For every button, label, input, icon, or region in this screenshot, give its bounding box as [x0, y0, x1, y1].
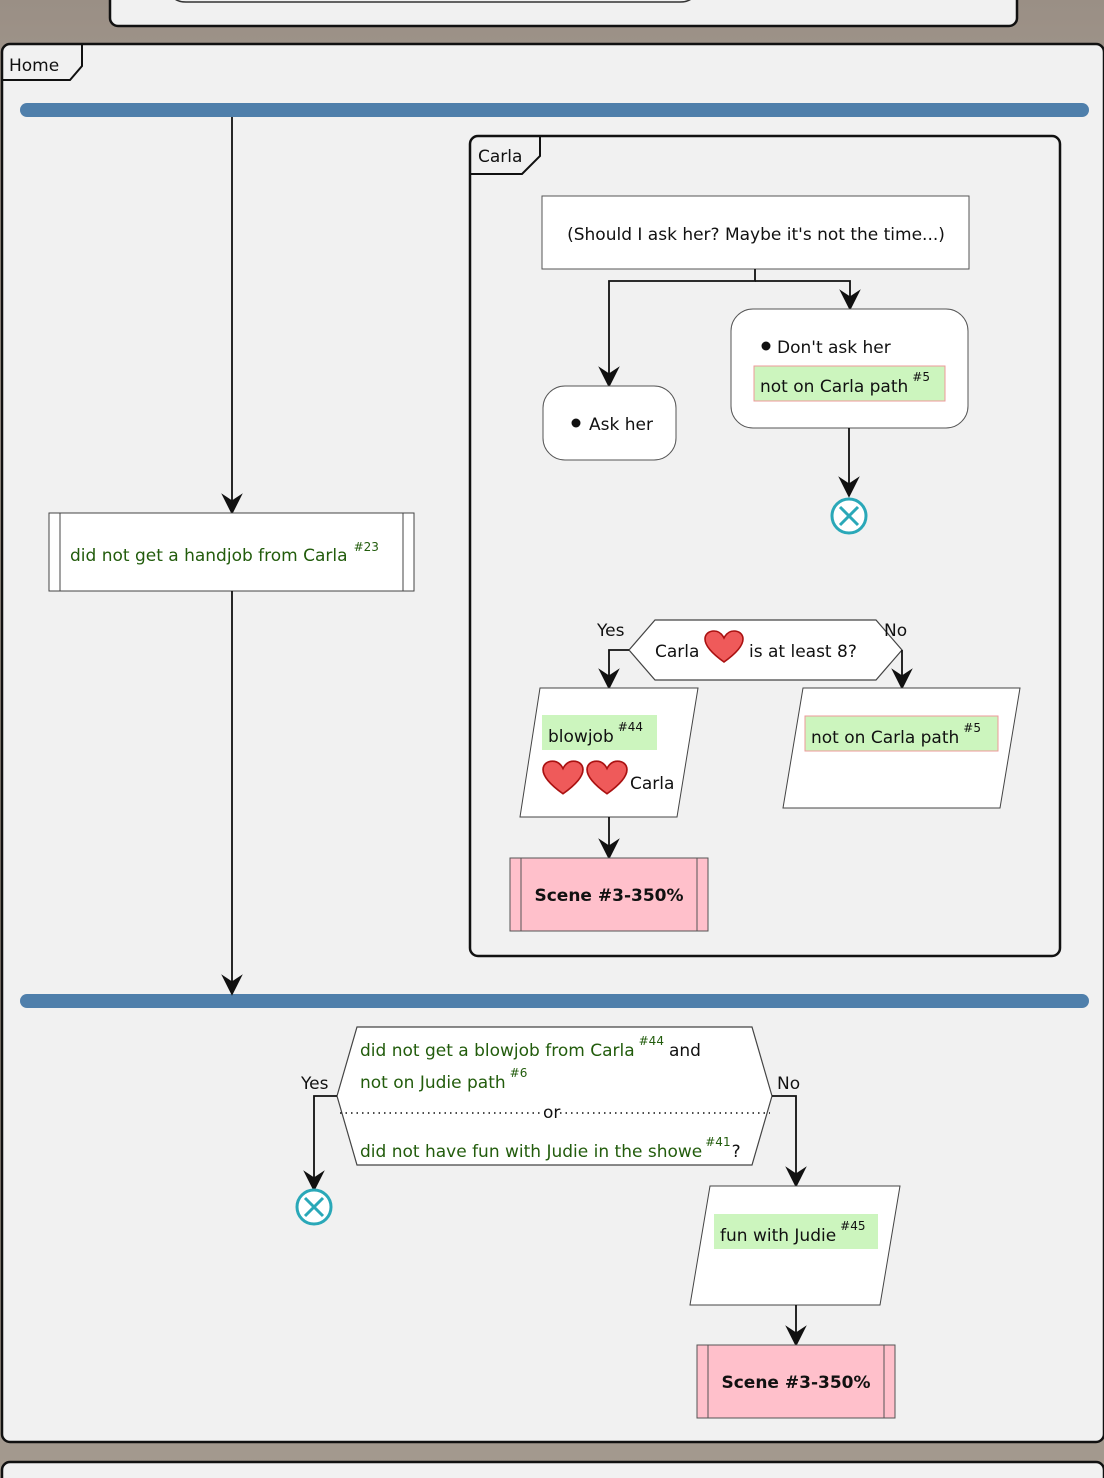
home-frame-label: Home — [9, 56, 59, 76]
judie-cond-line3: did not have fun with Judie in the showe… — [360, 1135, 741, 1162]
judie-scene-box[interactable]: Scene #3-350% — [696, 1344, 896, 1419]
carla-yes-label: Yes — [596, 621, 625, 641]
judie-cond-or: or — [543, 1103, 560, 1123]
dont-flag-text: not on Carla path#5 — [760, 370, 930, 397]
edge-to-dont — [755, 280, 861, 311]
carla-prompt-box — [541, 195, 970, 270]
choice-ask-box[interactable] — [542, 385, 677, 461]
carla-condition-prefix: Carla — [655, 642, 699, 662]
judie-no-label: No — [777, 1074, 800, 1094]
carla-no-label: No — [884, 621, 907, 641]
edge-carla-yes — [598, 649, 629, 690]
carla-scene-text: Scene #3-350% — [534, 886, 683, 906]
judie-scene-text: Scene #3-350% — [721, 1373, 870, 1393]
fork-bar-top — [20, 103, 1089, 117]
no-flag-text: not on Carla path#5 — [811, 721, 981, 748]
carla-scene-box[interactable]: Scene #3-350% — [509, 857, 709, 932]
judie-cond-line2: not on Judie path#6 — [360, 1066, 527, 1093]
no-flag-box — [804, 715, 999, 752]
edge-to-ask — [598, 269, 756, 388]
carla-condition-suffix: is at least 8? — [749, 642, 857, 662]
carla-yes-box — [519, 687, 699, 818]
edge-judie-yes — [303, 1095, 337, 1192]
choice-dont-text: Don't ask her — [777, 338, 891, 358]
yes-flag-box — [542, 715, 657, 750]
judie-yes-label: Yes — [300, 1074, 329, 1094]
edge-judie-no — [772, 1095, 807, 1188]
home-frame-tab — [3, 45, 83, 81]
carla-frame-tab — [471, 137, 541, 175]
choice-ask-bullet — [571, 418, 581, 428]
handjob-box: did not get a handjob from Carla#23 — [48, 512, 415, 592]
choice-ask-text: Ask her — [589, 415, 653, 435]
join-bar — [20, 994, 1089, 1008]
handjob-text: did not get a handjob from Carla#23 — [70, 540, 379, 566]
carla-prompt-text: (Should I ask her? Maybe it's not the ti… — [567, 225, 945, 245]
next-frame — [0, 1460, 1104, 1478]
dont-flag-box — [753, 365, 946, 402]
choice-dont-bullet — [761, 341, 771, 351]
end-icon — [830, 497, 868, 535]
judie-flag-text: fun with Judie#45 — [720, 1219, 866, 1246]
previous-frame-edge — [175, 0, 691, 3]
judie-flag-box — [714, 1214, 878, 1249]
previous-frame — [108, 0, 1019, 28]
end-icon — [295, 1188, 333, 1226]
yes-flag-text: blowjob#44 — [548, 720, 643, 747]
carla-frame-label: Carla — [478, 147, 522, 167]
yes-heart-label: Carla — [630, 774, 674, 794]
